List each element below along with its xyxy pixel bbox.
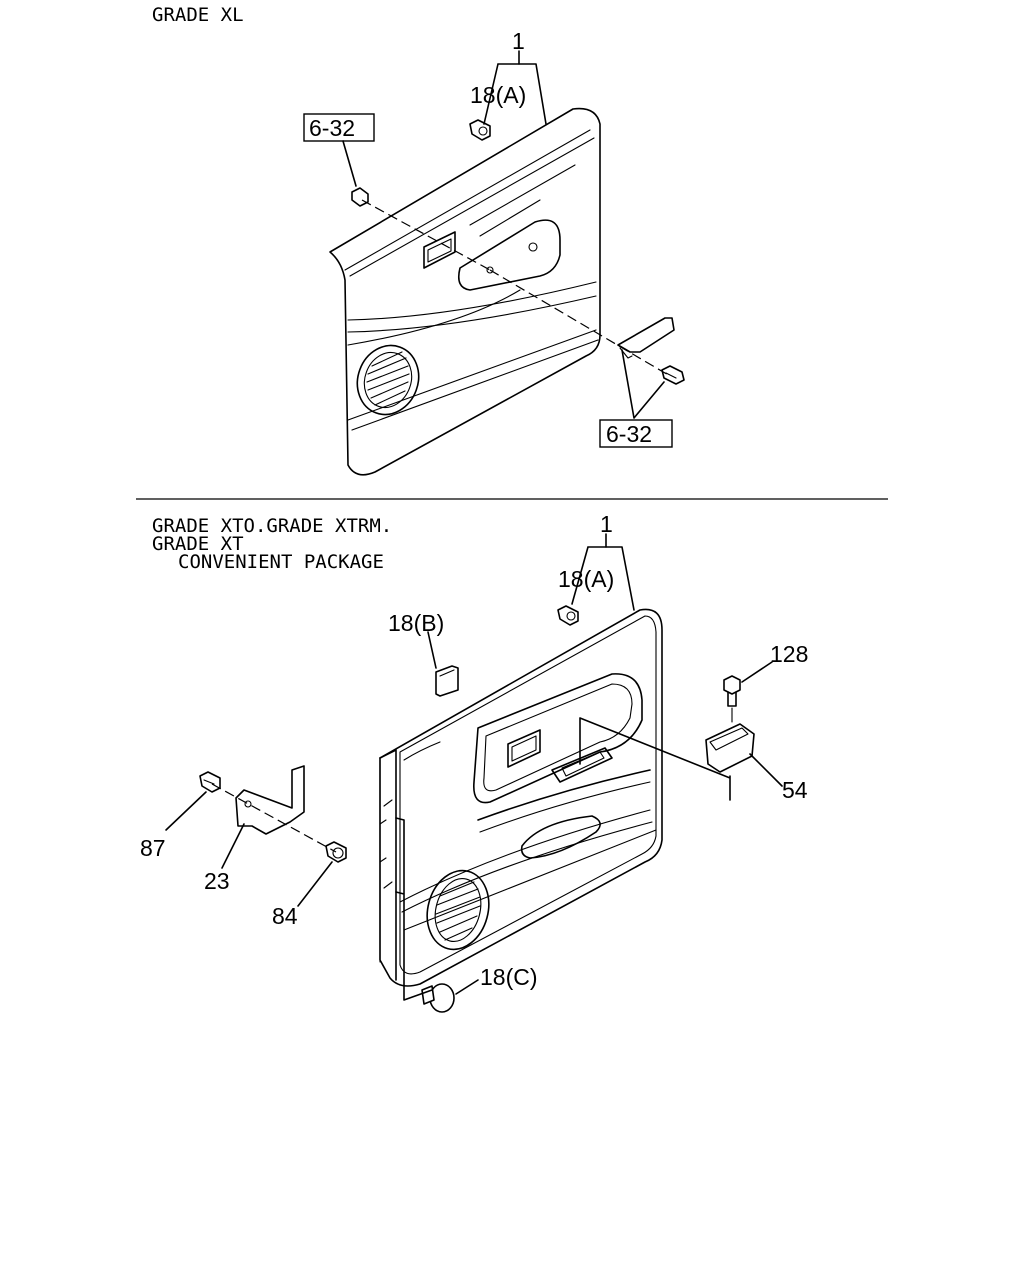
clip-a-xt [557,605,579,626]
leader-part-1-xt [571,546,635,611]
ref-box-top-xl [303,113,375,142]
callout-clip-c-xt: 18(C) [480,964,538,990]
leader-clip-c [395,817,433,1001]
leader-bracket-23 [221,823,245,869]
clip-c-xt [421,983,455,1013]
leader-part-1-xl [483,63,547,125]
callout-part-1-xt: 1 [600,511,613,537]
door-trim-panel-xt [379,608,663,987]
assembly-line-left-xl [361,199,491,271]
clip-b-xt [435,665,459,697]
door-trim-panel-xl [329,107,601,476]
callout-bolt-128: 128 [770,641,808,667]
leader-nut-87 [165,791,207,831]
screw-right-xl [661,365,685,385]
leader-pocket-54 [749,753,783,787]
leader-clip-b [427,631,437,669]
callout-pocket-54: 54 [782,777,808,803]
section-title-grade-xl: GRADE XL [152,4,244,26]
clip-a-xl [469,119,491,141]
leader-bolt-128 [741,661,773,683]
callout-ref-top-xl: 6-32 [309,115,355,141]
callout-part-1-xl: 1 [512,28,525,54]
bracket-23 [235,765,305,835]
assembly-line-bracket [211,783,337,853]
callout-nut-87: 87 [140,835,166,861]
leader-pocket-handle [579,717,731,801]
callout-clip-b-xt: 18(B) [388,610,444,636]
bolt-128 [723,675,741,707]
callout-clip-a-xt: 18(A) [558,566,614,592]
screw-left-xl [351,187,369,207]
callout-bracket-23: 23 [204,868,230,894]
pocket-54 [705,723,755,773]
assembly-line-right-xl [489,269,671,377]
leader-ref-top-xl [342,140,357,187]
leader-screw-84 [297,861,333,907]
section-title-line2: GRADE XT [152,533,244,555]
leader-ref-bottom-xl [621,349,665,419]
callout-ref-bottom-xl: 6-32 [606,421,652,447]
callout-screw-84: 84 [272,903,298,929]
nut-87 [199,771,221,793]
ref-box-bottom-xl [599,419,673,448]
leader-clip-c-callout [455,979,479,995]
section-title-line3: CONVENIENT PACKAGE [178,551,384,573]
bracket-right-xl [617,317,675,359]
callout-clip-a-xl: 18(A) [470,82,526,108]
section-title-line1: GRADE XTO.GRADE XTRM. [152,515,392,537]
